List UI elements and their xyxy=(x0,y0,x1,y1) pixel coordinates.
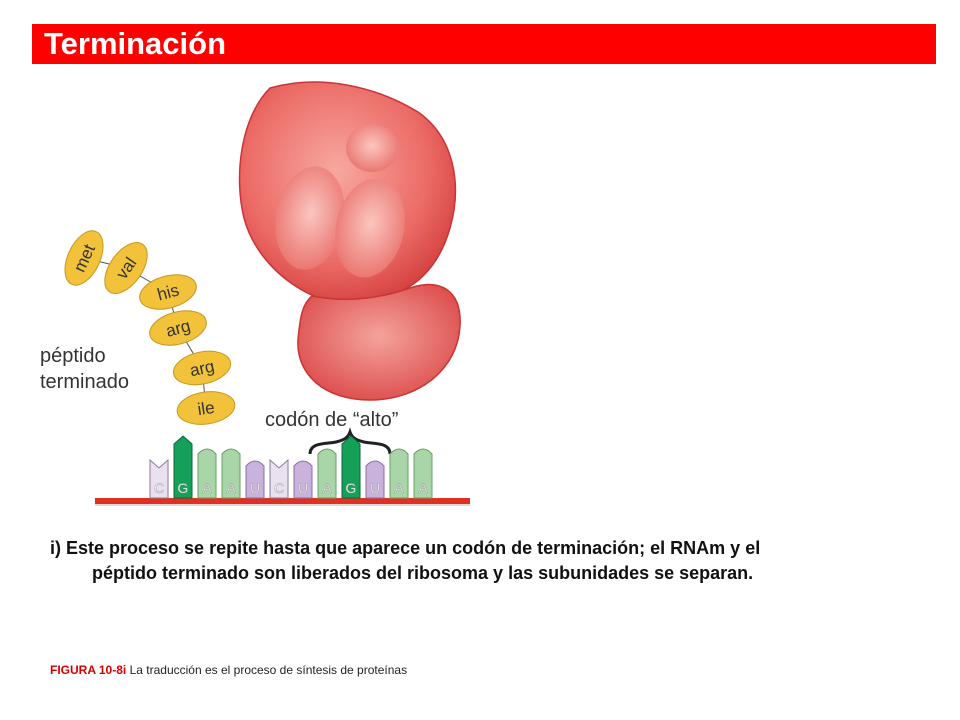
caption-line2: péptido terminado son liberados del ribo… xyxy=(92,563,754,583)
nucleotide-G-9 xyxy=(341,435,361,499)
nucleotide-label-11: A xyxy=(394,480,404,496)
nucleotide-A-4 xyxy=(221,448,241,499)
nucleotide-U-10 xyxy=(365,460,385,499)
nucleotide-label-4: A xyxy=(226,480,236,496)
caption: i) Este proceso se repite hasta que apar… xyxy=(50,536,920,586)
figure-description: La traducción es el proceso de síntesis … xyxy=(126,663,408,677)
nucleotide-label-9: G xyxy=(346,480,357,496)
figure-label: FIGURA 10-8i xyxy=(50,663,127,677)
nucleotide-label-8: A xyxy=(322,480,332,496)
amino-acid-arg-2: arg xyxy=(188,357,216,381)
nucleotide-G-2 xyxy=(173,435,193,499)
page-title: Terminación xyxy=(44,26,227,61)
nucleotide-label-6: C xyxy=(274,480,284,496)
title-bar: Terminación xyxy=(32,24,936,64)
figure-footer: FIGURA 10-8i La traducción es el proceso… xyxy=(50,663,407,677)
nucleotide-A-12 xyxy=(413,448,433,499)
nucleotide-A-8 xyxy=(317,448,337,499)
amino-acid-his: his xyxy=(155,280,181,304)
peptide-chain: met val his arg arg ile xyxy=(64,230,236,425)
ribosome-site-a xyxy=(335,178,405,278)
peptide-label-line2: terminado xyxy=(40,371,129,393)
translation-termination-diagram: met val his arg arg ile péptido terminad… xyxy=(40,81,470,506)
stop-codon-label: codón de “alto” xyxy=(265,409,398,431)
nucleotide-label-7: U xyxy=(298,480,308,496)
nucleotide-U-5 xyxy=(245,460,265,499)
nucleotide-label-1: C xyxy=(154,480,164,496)
nucleotide-label-5: U xyxy=(250,480,260,496)
amino-acid-ile: ile xyxy=(196,398,215,419)
nucleotide-label-12: A xyxy=(418,480,428,496)
nucleotide-label-3: A xyxy=(202,480,212,496)
peptide-label-line1: péptido xyxy=(40,345,106,367)
stop-codon-brace xyxy=(308,427,392,455)
nucleotide-label-2: G xyxy=(178,480,189,496)
nucleotide-C-6 xyxy=(269,458,289,499)
nucleotide-U-7 xyxy=(293,460,313,499)
small-ribosomal-subunit xyxy=(297,283,461,401)
nucleotide-C-1 xyxy=(149,458,169,499)
large-ribosomal-subunit xyxy=(238,81,457,303)
nucleotide-A-11 xyxy=(389,448,409,499)
caption-line1: i) Este proceso se repite hasta que apar… xyxy=(50,538,761,558)
ribosome-site-p xyxy=(275,166,345,270)
nucleotide-label-10: U xyxy=(370,480,380,496)
nucleotide-A-3 xyxy=(197,448,217,499)
ribosome-site-e xyxy=(346,124,398,172)
